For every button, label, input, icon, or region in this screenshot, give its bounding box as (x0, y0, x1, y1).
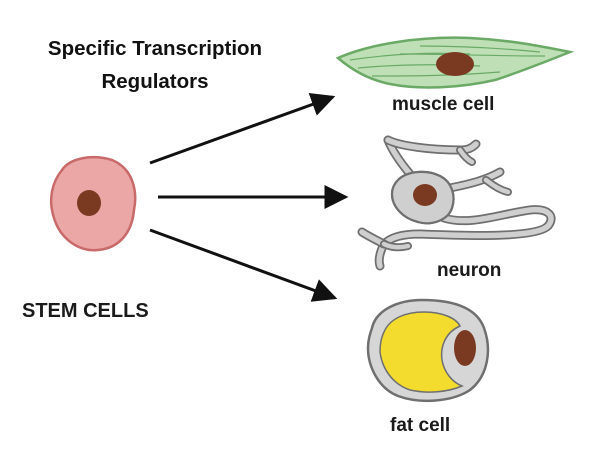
neuron-icon (357, 135, 556, 271)
stem-cells-label: STEM CELLS (22, 300, 149, 322)
fat-cell-icon (366, 298, 490, 402)
stem-cell-icon (50, 156, 137, 252)
stem-cell-nucleus-icon (77, 190, 101, 216)
muscle-cell-nucleus-icon (436, 52, 474, 76)
title-line-1: Specific Transcription (47, 37, 263, 60)
fat-cell-label: fat cell (390, 415, 451, 436)
title-line-2: Regulators (101, 70, 209, 93)
neuron-nucleus-icon (413, 184, 437, 206)
fat-cell-nucleus-icon (454, 330, 476, 366)
arrow-to-fat (149, 228, 338, 302)
neuron-label: neuron (437, 260, 502, 281)
muscle-cell-icon (335, 36, 575, 89)
arrow-to-muscle (149, 93, 336, 165)
muscle-cell-label: muscle cell (392, 94, 495, 115)
